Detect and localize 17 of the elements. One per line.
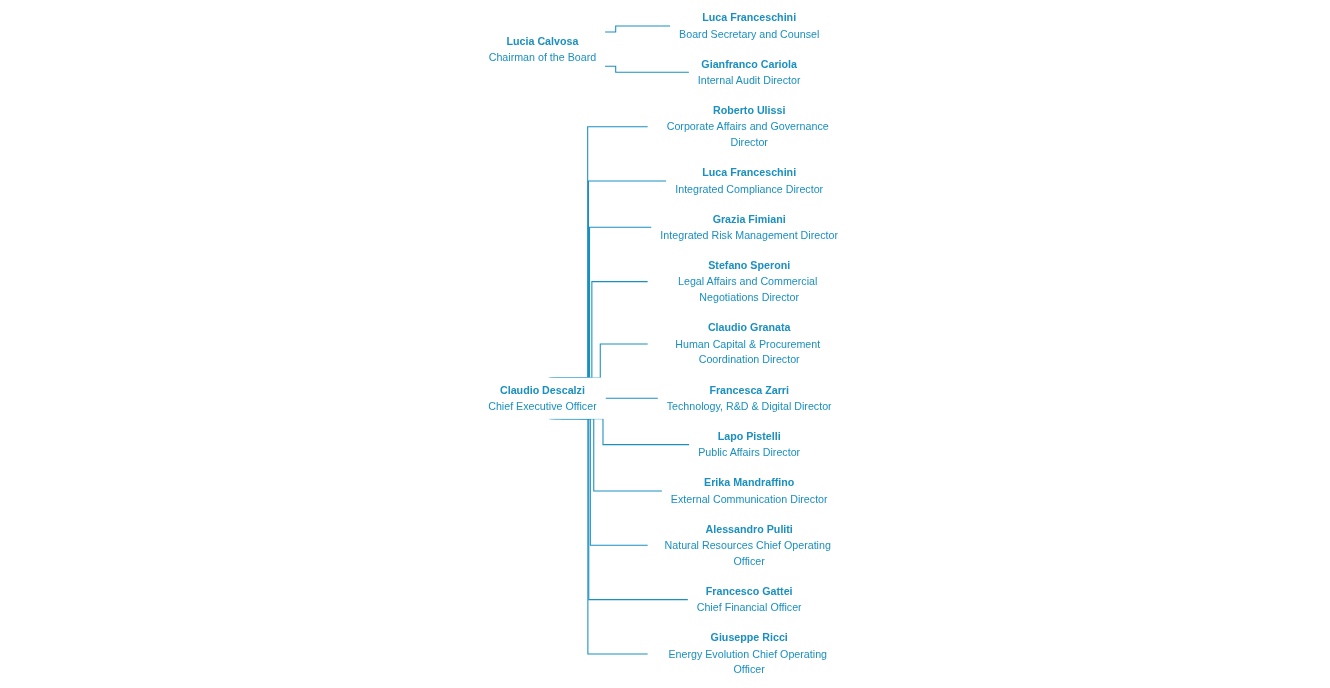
node-text: Grazia Fimiani Integrated Risk Management Director bbox=[660, 212, 839, 241]
node-text: Lucia Calvosa Chairman of the Board bbox=[488, 34, 597, 63]
node-text: Giuseppe Ricci Energy Evolution Chief Operating Officer bbox=[668, 631, 828, 676]
node-text: Claudio Granata Human Capital & Procurement Coordination Director bbox=[675, 321, 821, 366]
node-text: Alessandro Puliti Natural Resources Chief Operating Officer bbox=[664, 522, 831, 567]
node-text: Erika Mandraffino External Communication Director bbox=[670, 476, 828, 505]
node-text: Francesca Zarri Technology, R&D & Digital Director bbox=[666, 383, 832, 412]
connector bbox=[604, 65, 690, 73]
node-text: Francesco Gattei Chief Financial Officer bbox=[696, 585, 802, 614]
connector bbox=[604, 397, 659, 399]
node-text: Gianfranco Cariola Internal Audit Director bbox=[697, 57, 801, 86]
node-text: Luca Franceschini Board Secretary and Counsel bbox=[679, 11, 820, 40]
node-text: Luca Franceschini Integrated Compliance Director bbox=[675, 166, 824, 195]
node-text: Roberto Ulissi Corporate Affairs and Governance Director bbox=[666, 104, 829, 149]
node-text: Lapo Pistelli Public Affairs Director bbox=[698, 430, 801, 459]
connector bbox=[604, 25, 672, 33]
node-text: Stefano Speroni Legal Affairs and Commercial Negotiations Director bbox=[677, 259, 818, 304]
